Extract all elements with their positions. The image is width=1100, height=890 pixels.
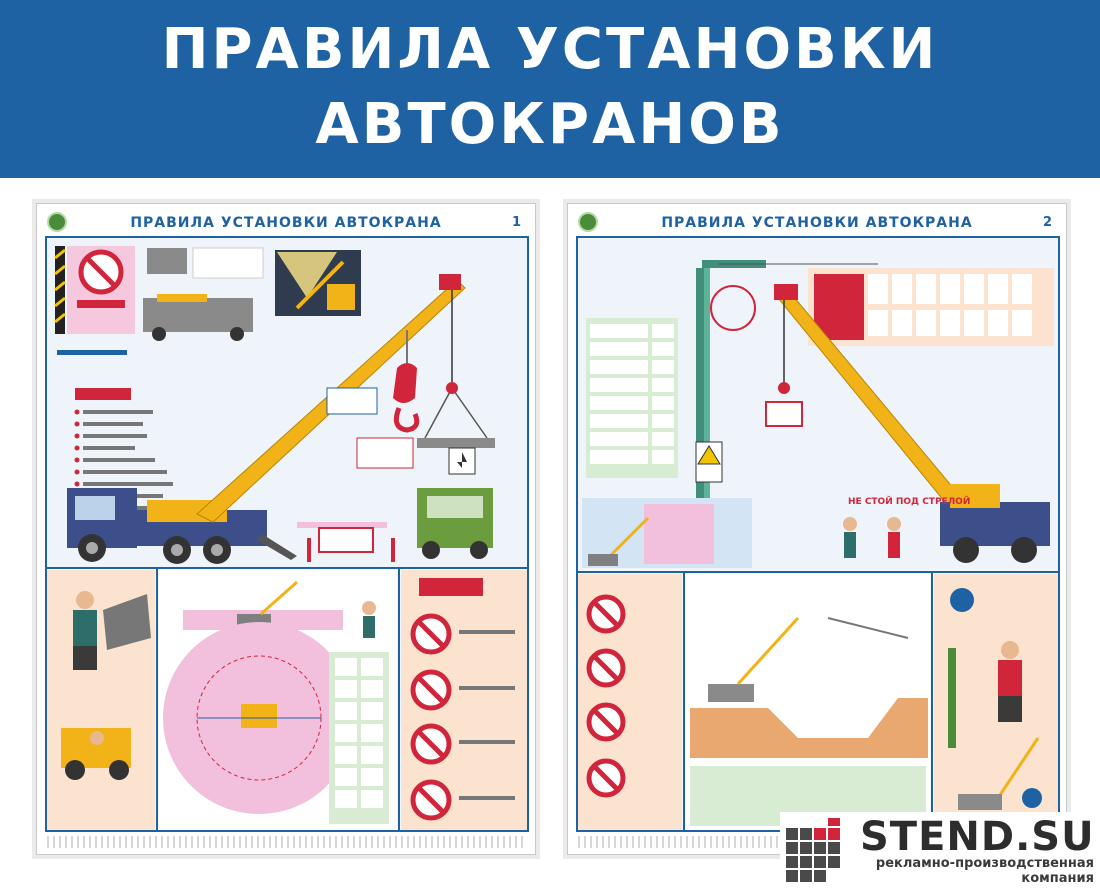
- poster-2-frame: НЕ СТОЙ ПОД СТРЕЛОЙ: [576, 236, 1060, 832]
- header-title-line2: АВТОКРАНОВ: [315, 92, 785, 157]
- poster-2: ПРАВИЛА УСТАНОВКИ АВТОКРАНА 2: [567, 203, 1067, 855]
- brand-name: STEND.SU: [860, 814, 1095, 860]
- small-crane-icon: [61, 728, 131, 780]
- poster-1-number: 1: [511, 215, 521, 230]
- brand-logo-icon: [786, 818, 840, 882]
- load-sling-icon: [417, 382, 495, 448]
- header-banner: ПРАВИЛА УСТАНОВКИ АВТОКРАНОВ: [0, 0, 1100, 178]
- barrier-sign: [318, 527, 374, 553]
- poster-logo-icon: [578, 212, 598, 232]
- poster-1-illustration: [47, 238, 527, 830]
- crane-truck-illustration: [765, 284, 1050, 563]
- side-truck-icon: [143, 298, 253, 332]
- list-header-badge: [75, 388, 131, 400]
- brand-tagline-2: компания: [1021, 871, 1094, 886]
- poster-1-frame: [45, 236, 529, 832]
- hazard-stripe: [55, 246, 65, 334]
- worker-icon: [998, 641, 1022, 722]
- workers-icon: [843, 517, 901, 558]
- worker-icon: [73, 591, 151, 670]
- poster-1-footer: [47, 836, 527, 848]
- poster-1: ПРАВИЛА УСТАНОВКИ АВТОКРАНА 1: [36, 203, 536, 855]
- poster-2-number: 2: [1042, 215, 1052, 230]
- trench-ground: [690, 698, 928, 758]
- poster-logo-icon: [47, 212, 67, 232]
- poster-2-illustration: НЕ СТОЙ ПОД СТРЕЛОЙ: [578, 238, 1058, 830]
- poster-2-title: ПРАВИЛА УСТАНОВКИ АВТОКРАНА: [661, 215, 973, 231]
- small-truck-icon: [147, 248, 187, 274]
- poster-1-title: ПРАВИЛА УСТАНОВКИ АВТОКРАНА: [130, 215, 442, 231]
- hook-icon: [393, 330, 420, 433]
- brand-tagline-1: рекламно-производственная: [875, 856, 1094, 871]
- warning-sign-text: НЕ СТОЙ ПОД СТРЕЛОЙ: [848, 495, 970, 507]
- info-sign-icon: [950, 588, 974, 612]
- brand-block: STEND.SU рекламно-производственная компа…: [780, 812, 1100, 890]
- header-title-line1: ПРАВИЛА УСТАНОВКИ: [161, 17, 939, 82]
- section-label: [57, 350, 127, 355]
- green-truck-icon: [417, 488, 493, 559]
